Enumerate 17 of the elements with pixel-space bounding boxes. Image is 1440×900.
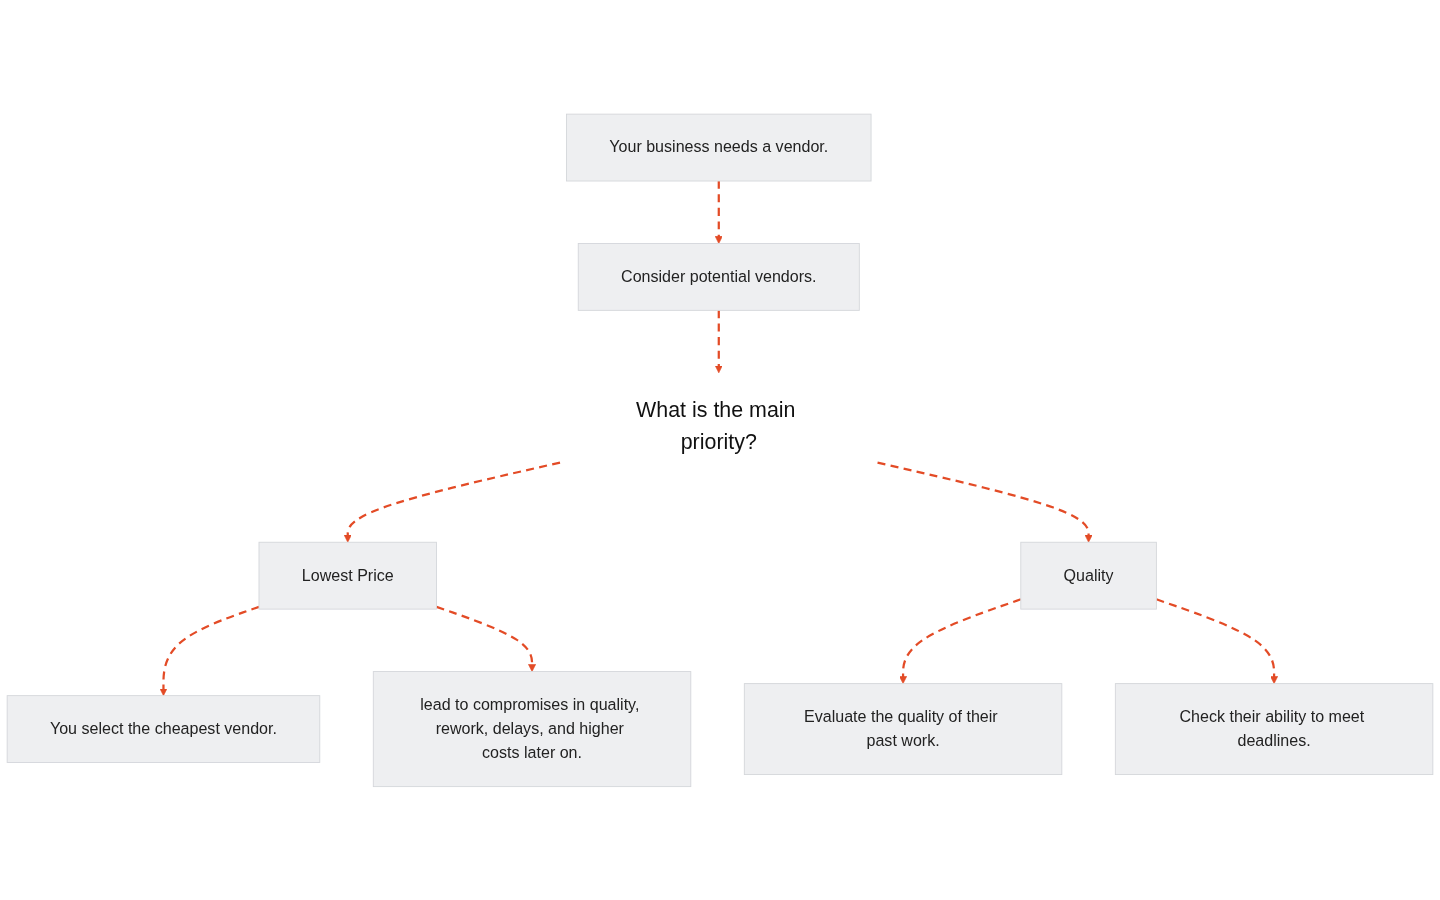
arrow	[343, 461, 561, 543]
arrow	[899, 597, 1022, 684]
process-box: Consider potential vendors.	[577, 242, 860, 311]
process-box: Lowest Price	[258, 541, 437, 610]
process-box: lead to compromises in quality, rework, delays, and higher costs later on.	[372, 670, 692, 787]
process-box: Check their ability to meet deadlines.	[1114, 682, 1434, 775]
process-box: You select the cheapest vendor.	[6, 694, 321, 763]
arrow	[714, 309, 723, 373]
arrow	[159, 605, 260, 696]
arrow	[436, 605, 536, 672]
arrow	[714, 180, 723, 244]
process-box: Your business needs a vendor.	[566, 113, 872, 182]
arrow	[1156, 597, 1278, 684]
process-box: Evaluate the quality of their past work.	[743, 682, 1063, 775]
question-text: What is the main priority?	[636, 397, 796, 454]
process-box: Quality	[1020, 541, 1157, 610]
arrow	[877, 461, 1093, 543]
